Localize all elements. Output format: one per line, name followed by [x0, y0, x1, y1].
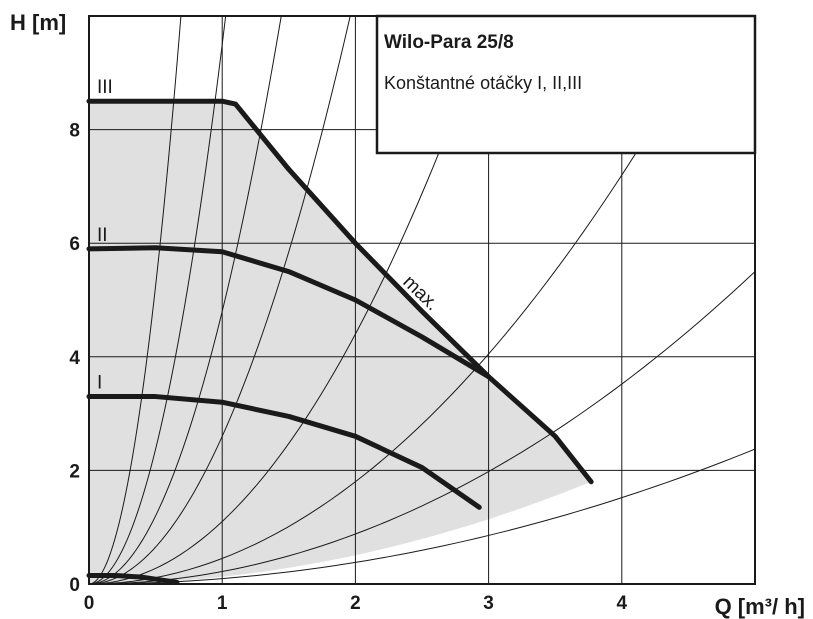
x-tick-label: 1: [217, 593, 228, 614]
series-label: III: [97, 77, 113, 98]
tick-labels: 0 1 2 3 4 0 2 4 6 8: [69, 121, 627, 614]
system-curve: [89, 448, 755, 584]
pump-curve-line: [86, 394, 482, 510]
pump-curve-line: [86, 572, 180, 585]
legend-box: Wilo-Para 25/8 Konštantné otáčky I, II,I…: [375, 14, 757, 155]
system-curve: [89, 16, 282, 584]
x-tick-label: 0: [84, 593, 95, 614]
pump-curves: [86, 98, 594, 585]
system-curve: [89, 16, 227, 584]
x-tick-label: 2: [350, 593, 361, 614]
y-tick-label: 8: [69, 121, 80, 142]
system-curve: [89, 16, 351, 584]
legend-subtitle: Konštantné otáčky I, II,III: [384, 73, 582, 93]
legend-frame: [375, 14, 757, 155]
y-tick-label: 4: [69, 348, 80, 369]
x-tick-label: 3: [483, 593, 494, 614]
series-label: I: [97, 373, 102, 394]
x-tick-label: 4: [617, 593, 628, 614]
pump-curve-line: [86, 245, 492, 380]
y-tick-label: 0: [69, 575, 80, 596]
y-tick-label: 2: [69, 461, 80, 482]
operating-area-fill: [89, 101, 592, 584]
x-axis-label: Q [m³/ h]: [715, 594, 805, 619]
pump-curve-line: [86, 98, 594, 485]
y-tick-label: 6: [69, 234, 80, 255]
system-curve: [89, 271, 755, 584]
system-curve: [89, 16, 182, 584]
legend-title: Wilo-Para 25/8: [384, 32, 514, 53]
operating-area: [89, 101, 592, 584]
series-label: II: [97, 225, 108, 246]
y-axis-label: H [m]: [10, 10, 66, 35]
